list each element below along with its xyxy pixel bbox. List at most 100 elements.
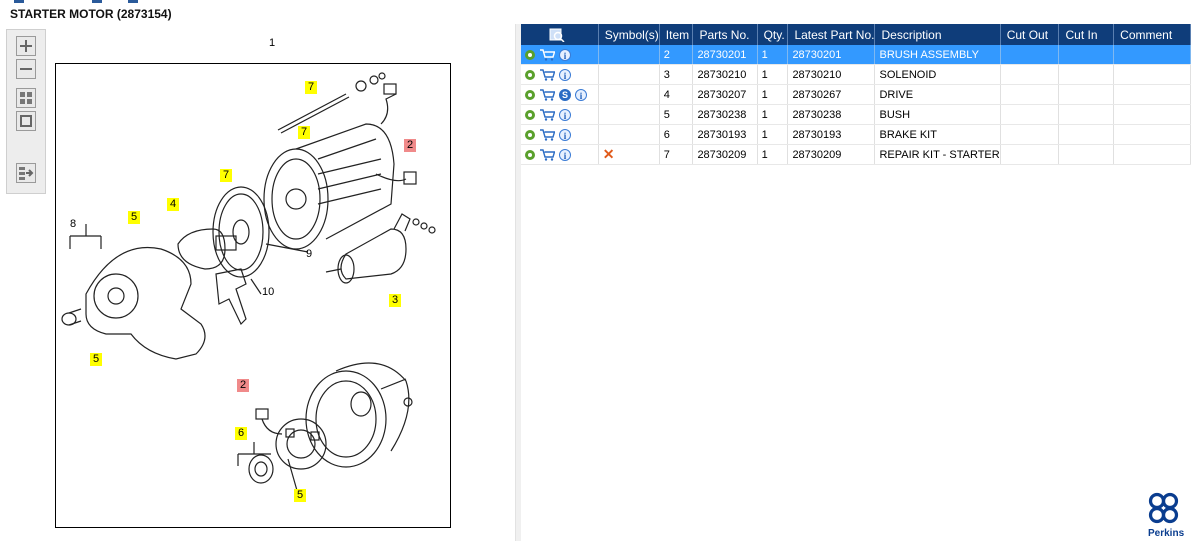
callout-tag-2[interactable]: 2	[404, 139, 416, 152]
shopping-cart-icon[interactable]	[539, 108, 555, 121]
item-cell: 5	[659, 104, 694, 125]
description-cell: SOLENOID	[874, 64, 1001, 85]
latest-part-no-cell: 28730210	[787, 64, 876, 85]
column-header-description[interactable]: Description	[874, 24, 1001, 45]
comment-cell	[1113, 144, 1191, 165]
shopping-cart-icon[interactable]	[539, 48, 555, 61]
row-actions-cell: i	[521, 124, 599, 145]
removed-symbol-icon: ✕	[602, 146, 615, 162]
settings-gear-icon[interactable]	[525, 89, 535, 100]
part-no-cell: 28730193	[692, 124, 758, 145]
info-icon[interactable]: i	[559, 68, 571, 81]
zoom-in-icon	[20, 40, 32, 52]
column-header-item[interactable]: Item	[659, 24, 694, 45]
info-icon[interactable]: i	[559, 128, 571, 141]
latest-part-no-cell: 28730267	[787, 84, 876, 105]
cut-out-cell	[1000, 84, 1060, 105]
shopping-cart-icon[interactable]	[539, 128, 555, 141]
callout-tag-7[interactable]: 7	[298, 126, 310, 139]
cut-out-cell	[1000, 45, 1060, 65]
column-header-qty[interactable]: Qty.	[757, 24, 789, 45]
comment-cell	[1113, 64, 1191, 85]
info-icon[interactable]: i	[575, 88, 587, 101]
toolbar-tick	[128, 0, 138, 3]
latest-part-no-cell: 28730193	[787, 124, 876, 145]
cut-in-cell	[1058, 144, 1115, 165]
info-icon[interactable]: i	[559, 108, 571, 121]
fit-window-button[interactable]	[16, 88, 36, 108]
export-button[interactable]	[16, 163, 36, 183]
search-parts-icon	[549, 28, 565, 42]
zoom-in-button[interactable]	[16, 36, 36, 56]
exploded-parts-drawing[interactable]: 8 9 10 7 7 7 2 5 4 3 5 2 6 5	[55, 63, 451, 528]
actual-size-button[interactable]	[16, 111, 36, 131]
parts-table: Symbol(s) Item Parts No. Qty. Latest Par…	[521, 24, 1191, 165]
perkins-logo: Perkins	[1146, 490, 1190, 540]
item-cell: 6	[659, 124, 694, 145]
comment-cell	[1113, 84, 1191, 105]
parts-list-panel: Symbol(s) Item Parts No. Qty. Latest Par…	[521, 24, 1191, 541]
column-header-latest-part-no[interactable]: Latest Part No.	[787, 24, 876, 45]
cut-out-cell	[1000, 124, 1060, 145]
description-cell: DRIVE	[874, 84, 1001, 105]
item-cell: 2	[659, 45, 694, 65]
column-header-cut-in[interactable]: Cut In	[1058, 24, 1115, 45]
column-header-actions[interactable]	[521, 24, 599, 45]
callout-tag-5[interactable]: 5	[128, 211, 140, 224]
symbols-cell	[598, 124, 660, 145]
settings-gear-icon[interactable]	[525, 49, 535, 60]
qty-cell: 1	[757, 45, 789, 65]
part-no-cell: 28730209	[692, 144, 758, 165]
callout-tag-4[interactable]: 4	[167, 198, 179, 211]
callout-tag-2[interactable]: 2	[237, 379, 249, 392]
description-cell: BRUSH ASSEMBLY	[874, 45, 1001, 65]
column-header-comment[interactable]: Comment	[1113, 24, 1191, 45]
shopping-cart-icon[interactable]	[539, 68, 555, 81]
info-icon[interactable]: i	[559, 148, 571, 161]
callout-tag-3[interactable]: 3	[389, 294, 401, 307]
callout-tag-7[interactable]: 7	[305, 81, 317, 94]
part-no-cell: 28730238	[692, 104, 758, 125]
cut-in-cell	[1058, 45, 1115, 65]
drawing-number-8: 8	[70, 218, 77, 230]
zoom-out-button[interactable]	[16, 59, 36, 79]
symbols-cell: ✕	[598, 144, 660, 165]
cut-in-cell	[1058, 124, 1115, 145]
description-cell: REPAIR KIT - STARTER	[874, 144, 1001, 165]
description-cell: BRAKE KIT	[874, 124, 1001, 145]
cut-out-cell	[1000, 144, 1060, 165]
shopping-cart-icon[interactable]	[539, 88, 555, 101]
panel-splitter[interactable]	[515, 24, 522, 541]
callout-tag-7[interactable]: 7	[220, 169, 232, 182]
drawing-number-9: 9	[306, 248, 313, 260]
callout-tag-5[interactable]: 5	[90, 353, 102, 366]
shopping-cart-icon[interactable]	[539, 148, 555, 161]
column-header-cut-out[interactable]: Cut Out	[1000, 24, 1060, 45]
column-header-parts-no[interactable]: Parts No.	[692, 24, 758, 45]
settings-gear-icon[interactable]	[525, 129, 535, 140]
column-header-symbols[interactable]: Symbol(s)	[598, 24, 660, 45]
cut-in-cell	[1058, 84, 1115, 105]
cut-out-cell	[1000, 64, 1060, 85]
settings-gear-icon[interactable]	[525, 109, 535, 120]
comment-cell	[1113, 124, 1191, 145]
part-no-cell: 28730207	[692, 84, 758, 105]
callout-tag-6[interactable]: 6	[235, 427, 247, 440]
callout-tag-5[interactable]: 5	[294, 489, 306, 502]
info-icon[interactable]: i	[559, 48, 571, 61]
settings-gear-icon[interactable]	[525, 69, 535, 80]
diagram-toolbox	[6, 29, 46, 194]
export-icon	[19, 167, 34, 180]
supersession-badge[interactable]: S	[559, 88, 571, 101]
comment-cell	[1113, 45, 1191, 65]
settings-gear-icon[interactable]	[525, 149, 535, 160]
description-cell: BUSH	[874, 104, 1001, 125]
item-cell: 3	[659, 64, 694, 85]
